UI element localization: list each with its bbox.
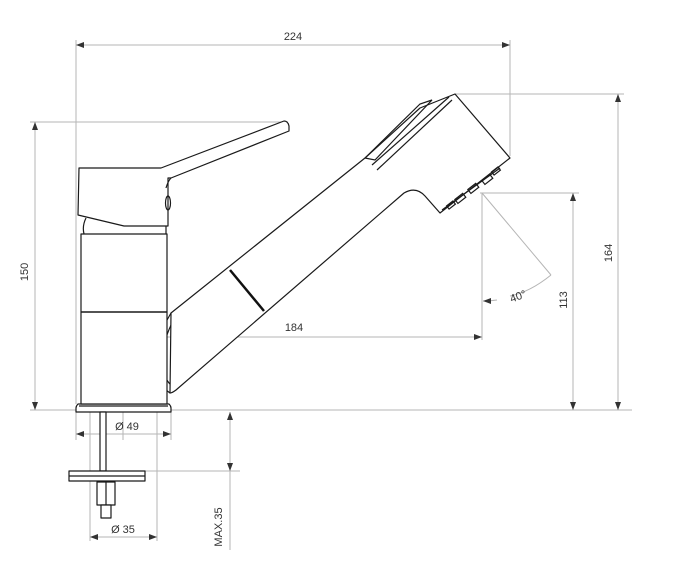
spout-band — [229, 269, 265, 312]
reach-label: 184 — [285, 322, 303, 334]
stud — [100, 504, 112, 519]
spray-nozzles — [441, 166, 502, 211]
lever-handle — [77, 120, 290, 227]
body-column — [80, 233, 168, 405]
mount-diameter-label: Ø 35 — [111, 524, 135, 536]
width-label: 224 — [284, 31, 302, 43]
spray-button — [364, 99, 433, 161]
lever-height-label: 150 — [19, 263, 31, 281]
mounting-kit — [68, 411, 146, 519]
outlet-height-label: 113 — [558, 291, 570, 309]
base-diameter-label: Ø 49 — [115, 421, 139, 433]
overall-height-label: 164 — [603, 244, 615, 262]
faucet-body — [75, 93, 511, 413]
pull-out-spout — [169, 93, 511, 394]
base-plate — [75, 403, 172, 413]
threaded-rod — [99, 411, 107, 472]
max-thickness-label: MAX.35 — [213, 507, 225, 546]
angle-label: 40° — [508, 288, 528, 305]
